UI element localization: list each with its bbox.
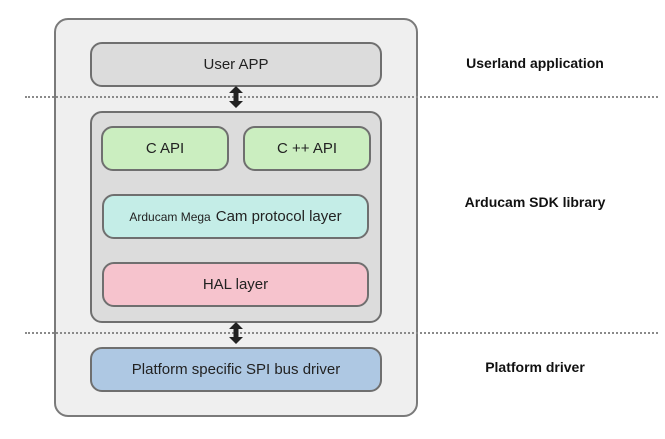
bidirectional-arrow-icon bbox=[229, 322, 243, 344]
protocol-main-label: Cam protocol layer bbox=[215, 208, 342, 225]
user-app-block: User APP bbox=[90, 42, 382, 87]
platform-boundary-line bbox=[25, 332, 658, 334]
hal-layer-block: HAL layer bbox=[102, 262, 369, 307]
userland-layer-label: Userland application bbox=[466, 55, 604, 71]
userland-boundary-line bbox=[25, 96, 658, 98]
user-app-label: User APP bbox=[203, 56, 269, 73]
platform-layer-label: Platform driver bbox=[485, 359, 585, 375]
c-api-block: C API bbox=[101, 126, 229, 171]
spi-bus-driver-block: Platform specific SPI bus driver bbox=[90, 347, 382, 392]
protocol-prefix-label: Arducam Mega bbox=[129, 209, 211, 224]
cpp-api-label: C ++ API bbox=[276, 140, 338, 157]
sdk-layer-label: Arducam SDK library bbox=[464, 194, 606, 210]
cpp-api-block: C ++ API bbox=[243, 126, 371, 171]
c-api-label: C API bbox=[145, 140, 185, 157]
cam-protocol-layer-block: Arducam Mega Cam protocol layer bbox=[102, 194, 369, 239]
spi-driver-label: Platform specific SPI bus driver bbox=[131, 361, 341, 378]
bidirectional-arrow-icon bbox=[229, 86, 243, 108]
hal-layer-label: HAL layer bbox=[202, 276, 269, 293]
